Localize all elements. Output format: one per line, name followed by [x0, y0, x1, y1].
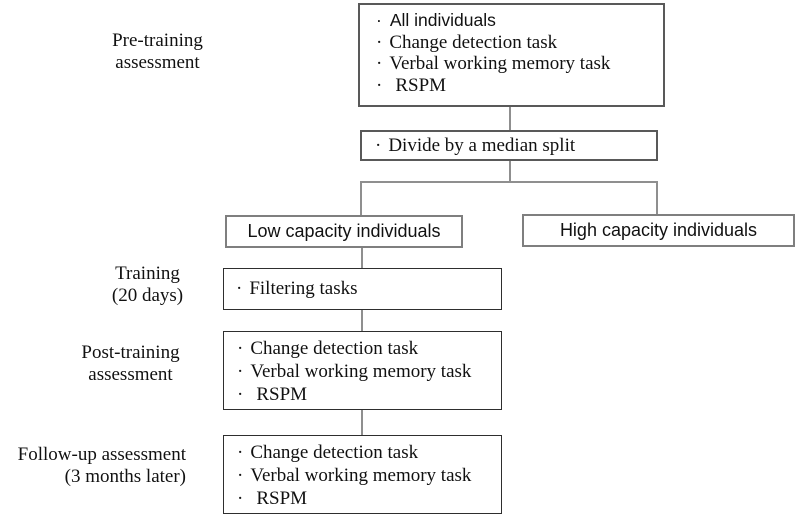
bullet-icon: · [236, 278, 243, 300]
stage-label-line: assessment [88, 364, 173, 385]
task-item-label: Change detection task [250, 338, 419, 359]
connector-low-to-training [361, 247, 363, 269]
group-label: Low capacity individuals [247, 221, 441, 241]
task-item-label: RSPM [256, 488, 308, 509]
stage-label-line: Post-training [81, 342, 180, 363]
task-item-label: Change detection task [250, 442, 419, 463]
task-item-label: Verbal working memory task [250, 361, 472, 382]
task-item: · RSPM [237, 383, 501, 406]
task-item-label: Verbal working memory task [250, 465, 472, 486]
bullet-icon: · [237, 442, 244, 463]
task-item: · Change detection task [237, 441, 501, 464]
bullet-icon: · [376, 53, 383, 74]
task-item-label: All individuals [389, 10, 496, 30]
box-follow-up-tasks: · Change detection task · Verbal working m… [223, 435, 502, 514]
bullet-icon: · [237, 384, 244, 405]
task-item: · RSPM [237, 487, 501, 510]
connector-post-to-followup [361, 409, 363, 436]
connector-branch-horizontal [360, 181, 658, 183]
box-high-capacity: High capacity individuals [522, 214, 795, 247]
stage-label-follow-up-assessment: Follow-up assessment (3 months later) [2, 444, 186, 488]
task-item-label: Divide by a median split [388, 134, 576, 156]
box-training-tasks: · Filtering tasks [223, 268, 502, 310]
box-median-split: · Divide by a median split [360, 130, 658, 161]
bullet-icon: · [376, 74, 383, 96]
stage-label-line: (20 days) [111, 285, 184, 306]
bullet-icon: · [237, 361, 244, 382]
bullet-icon: · [376, 10, 382, 30]
task-item-label: Filtering tasks [249, 278, 358, 300]
box-pretraining-tasks: ·All individuals ·Change detection task … [358, 3, 665, 107]
group-label: High capacity individuals [559, 220, 758, 240]
stage-label-line: Pre-training [112, 30, 203, 51]
bullet-icon: · [237, 488, 244, 509]
connector-training-to-post [361, 309, 363, 332]
stage-label-line: (3 months later) [64, 466, 186, 487]
task-item: · All individuals [376, 10, 663, 32]
bullet-icon: · [237, 465, 244, 486]
task-item-label: RSPM [256, 384, 308, 405]
stage-label-line: Training [115, 263, 180, 284]
bullet-icon: · [376, 31, 383, 53]
box-low-capacity: Low capacity individuals [225, 215, 463, 248]
connector-median-to-branch [509, 161, 511, 182]
stage-label-line: assessment [115, 52, 200, 73]
stage-label-pretraining-assessment: Pre-training assessment [75, 30, 240, 74]
connector-branch-to-high [656, 181, 658, 215]
task-item: · Filtering tasks [236, 278, 358, 300]
box-post-training-tasks: · Change detection task · Verbal working m… [223, 331, 502, 410]
task-item: · Divide by a median split [375, 135, 575, 157]
task-item-label: RSPM [395, 74, 447, 96]
task-item: · Change detection task [237, 337, 501, 360]
bullet-icon: · [237, 338, 244, 359]
task-item-label: Change detection task [389, 31, 558, 53]
task-item: · Verbal working memory task [237, 360, 501, 383]
stage-label-post-training-assessment: Post-training assessment [48, 342, 213, 386]
connector-branch-to-low [360, 181, 362, 216]
task-item: · Verbal working memory task [237, 464, 501, 487]
bullet-icon: · [375, 134, 382, 156]
task-item: · Change detection task [376, 32, 663, 54]
task-item: · RSPM [376, 75, 663, 97]
stage-label-training: Training (20 days) [65, 263, 230, 307]
task-item-label: Verbal working memory task [389, 53, 611, 74]
connector-pretraining-to-median [509, 107, 511, 131]
task-item: · Verbal working memory task [376, 53, 663, 75]
stage-label-line: Follow-up assessment [17, 444, 186, 465]
